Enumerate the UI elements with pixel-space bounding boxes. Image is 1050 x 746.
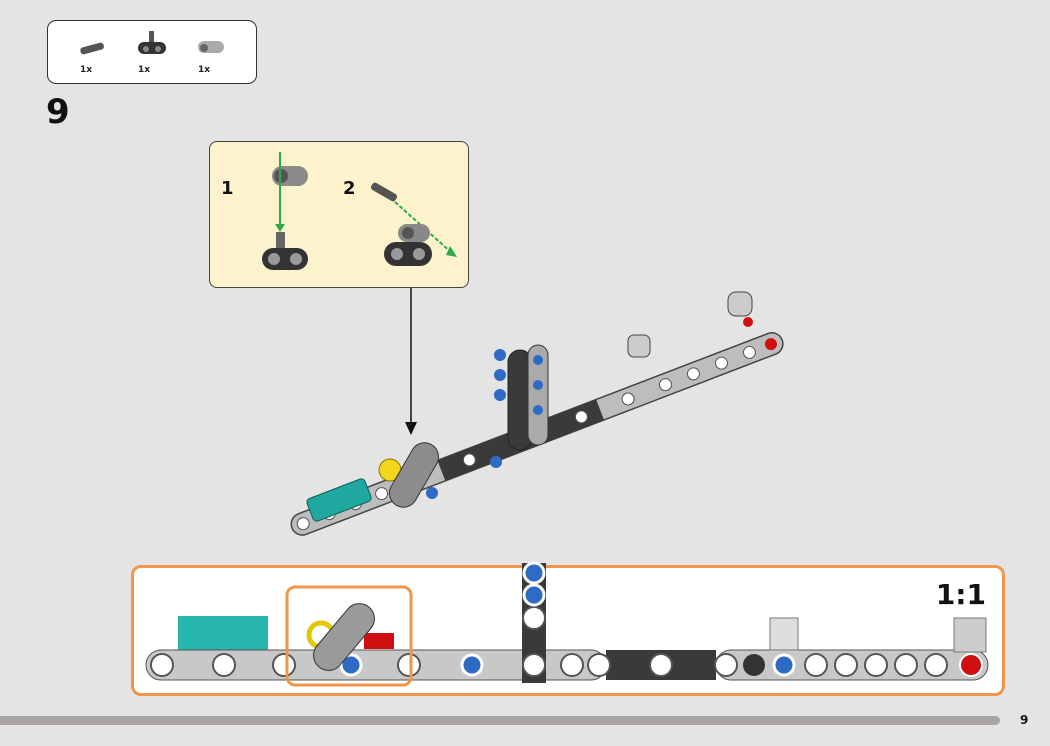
connector-with-axle-icon xyxy=(138,31,166,54)
progress-bar xyxy=(0,716,1000,725)
perpendicular-connector-icon xyxy=(198,41,224,53)
part-qty: 1x xyxy=(80,65,93,75)
step-number: 9 xyxy=(46,92,70,132)
connector-part xyxy=(272,166,308,186)
parts-icons xyxy=(80,31,224,55)
axle-pin-icon xyxy=(80,42,104,55)
angled-beam xyxy=(389,442,439,508)
angled-beam xyxy=(313,603,375,671)
yellow-bush xyxy=(378,458,402,482)
assembled-connector xyxy=(384,224,432,266)
vertical-beam xyxy=(507,349,533,451)
teal-part xyxy=(178,616,268,650)
substep-number: 2 xyxy=(343,178,356,199)
part-qty: 1x xyxy=(138,65,151,75)
sub-assembly-callout: 1 2 xyxy=(209,141,469,288)
page-number: 9 xyxy=(1020,713,1029,727)
parts-list-box: 1x 1x 1x xyxy=(47,20,257,84)
part-qty: 1x xyxy=(198,65,211,75)
teal-connector xyxy=(306,478,372,522)
scale-label: 1:1 xyxy=(935,578,986,611)
bush xyxy=(627,334,651,358)
axle-pin xyxy=(370,182,398,202)
scale-check-box: 1:1 xyxy=(131,561,1005,696)
connector-end xyxy=(727,291,753,317)
scale-illustration xyxy=(145,561,989,687)
base-connector xyxy=(262,232,308,270)
highlight-box xyxy=(285,585,413,687)
substep-number: 1 xyxy=(221,178,234,199)
callout-illustration xyxy=(262,152,457,270)
long-beam xyxy=(290,332,784,536)
